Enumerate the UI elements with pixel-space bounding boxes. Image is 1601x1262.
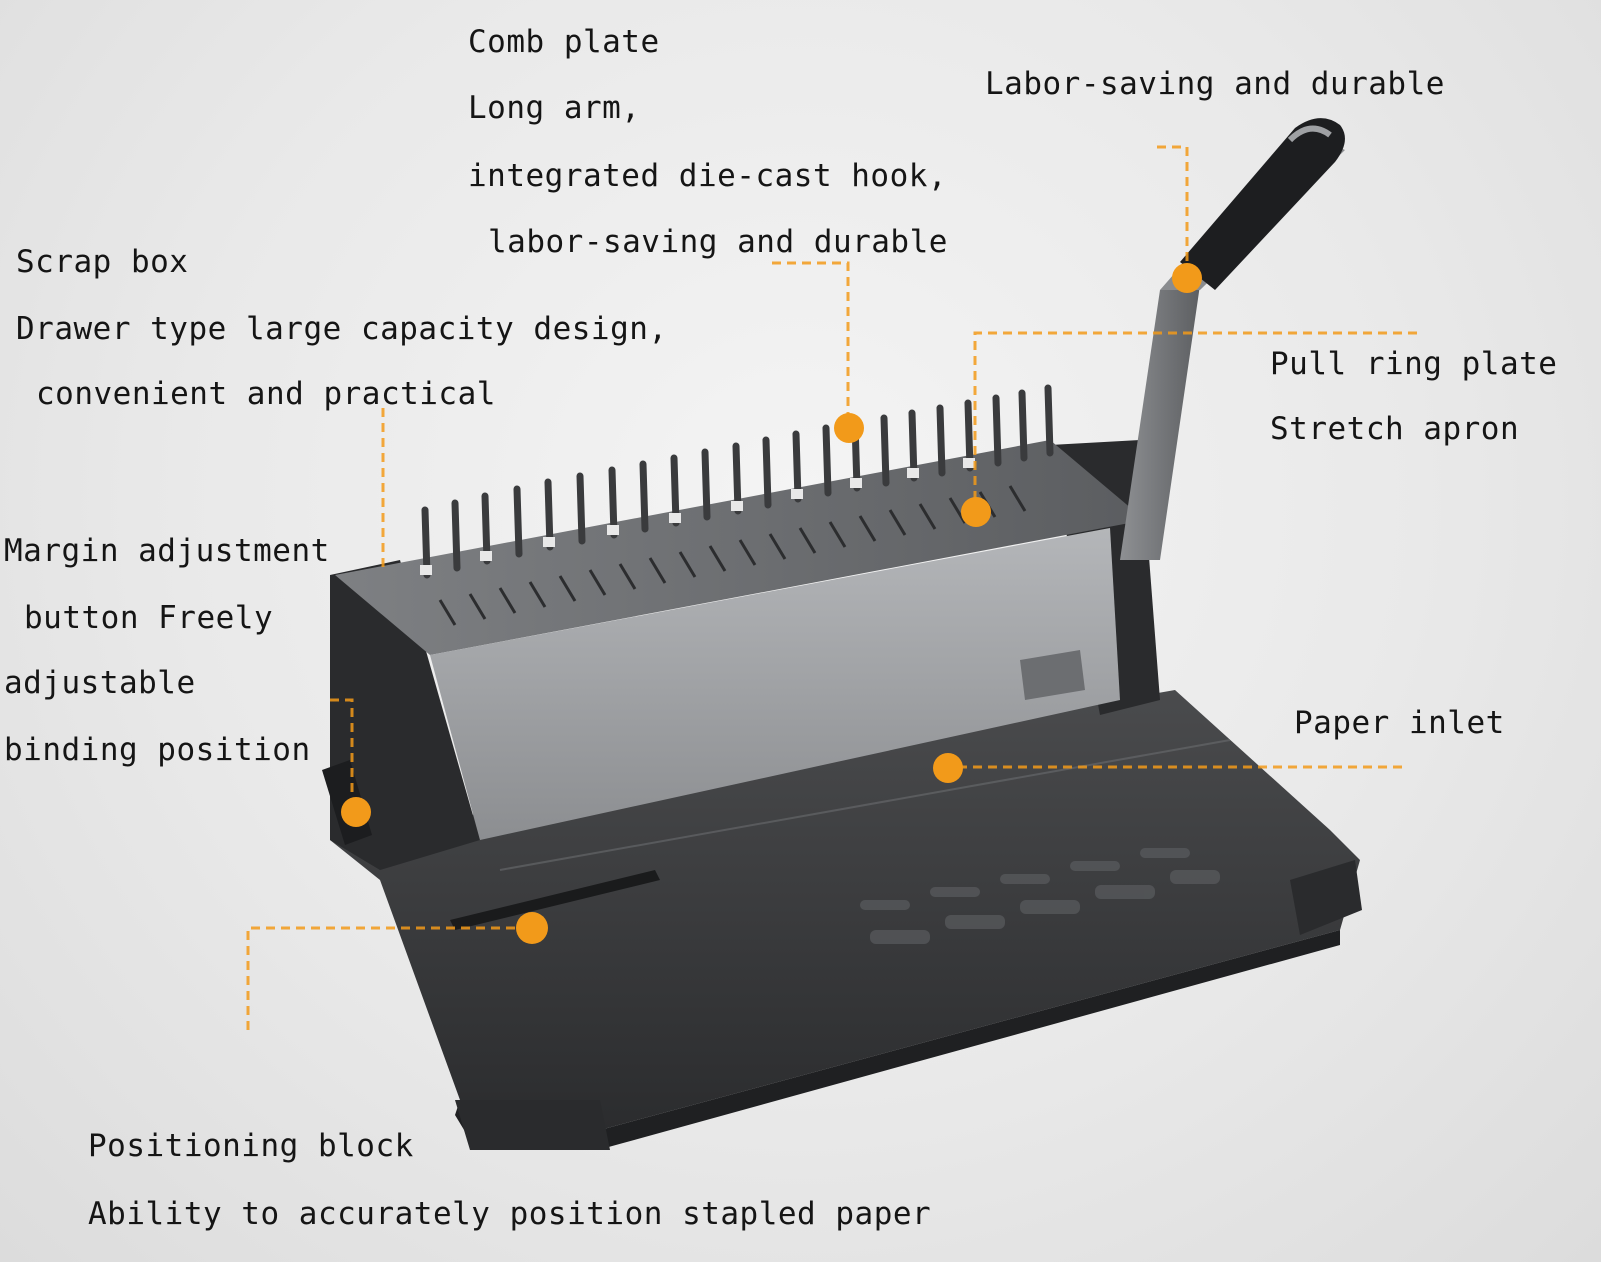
scrap-box-title: Scrap box [16, 244, 189, 280]
pull-ring-title: Pull ring plate [1270, 346, 1558, 382]
positioning-line1: Ability to accurately position stapled p… [88, 1196, 932, 1232]
comb-plate-line3: labor-saving and durable [488, 224, 948, 260]
scrap-box-line1: Drawer type large capacity design, [16, 311, 668, 347]
scrap-box-line2: convenient and practical [36, 376, 496, 412]
margin-line2: adjustable [4, 665, 196, 701]
margin-title: Margin adjustment [4, 533, 330, 569]
comb-plate-line1: Long arm, [468, 90, 641, 126]
handle-title: Labor-saving and durable [985, 66, 1445, 102]
comb-plate-title: Comb plate [468, 24, 660, 60]
pull-ring-line1: Stretch apron [1270, 411, 1520, 447]
comb-plate-line2: integrated die-cast hook, [468, 158, 948, 194]
margin-line3: binding position [4, 732, 311, 768]
margin-line1: button Freely [24, 600, 274, 636]
main-housing [322, 384, 1160, 870]
paper-inlet-title: Paper inlet [1294, 705, 1505, 741]
positioning-title: Positioning block [88, 1128, 414, 1164]
lever-handle [1120, 118, 1345, 560]
